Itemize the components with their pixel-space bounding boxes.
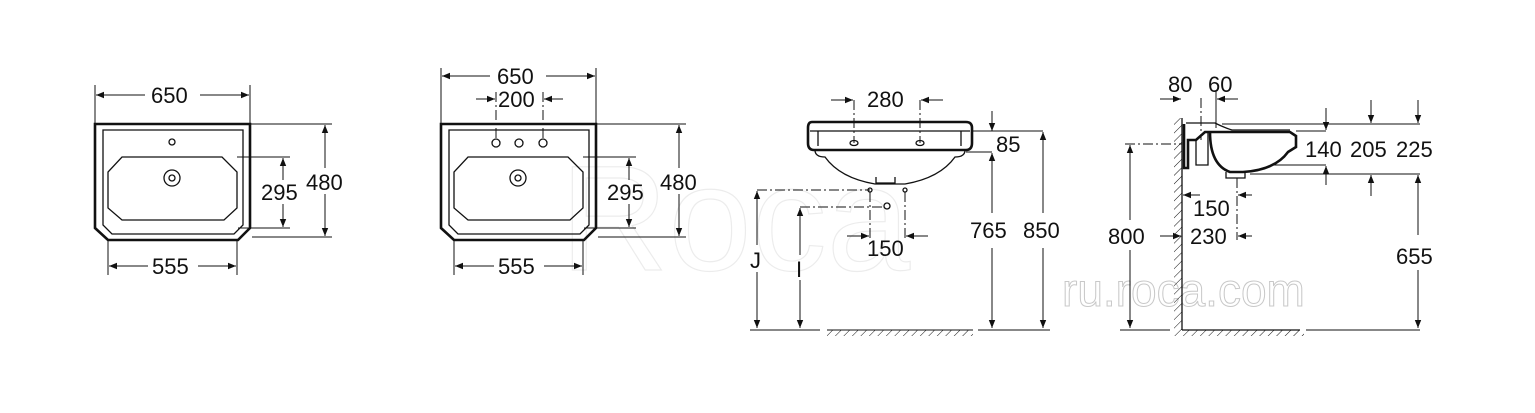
dim-inner-width: 555 bbox=[152, 254, 189, 279]
dim-height-bottom: 765 bbox=[970, 218, 1007, 243]
dim-bowl-depth: 295 bbox=[607, 180, 644, 205]
brand-watermark: Roca bbox=[560, 134, 911, 302]
dim-waste-offset-1: 150 bbox=[1193, 196, 1230, 221]
dim-height-fixing: 800 bbox=[1108, 224, 1145, 249]
front-view-three-hole: 650 200 555 295 480 bbox=[439, 64, 697, 279]
label-i: I bbox=[796, 257, 802, 282]
dim-tap-offset: 60 bbox=[1208, 72, 1232, 97]
dim-inner-width: 555 bbox=[498, 254, 535, 279]
dim-depth: 480 bbox=[660, 170, 697, 195]
dim-tap-spacing: 280 bbox=[867, 87, 904, 112]
dim-wall-gap: 80 bbox=[1168, 72, 1192, 97]
dim-tap-spacing: 200 bbox=[498, 87, 535, 112]
dim-height-waste: 655 bbox=[1396, 244, 1433, 269]
dim-drop-2: 205 bbox=[1350, 137, 1387, 162]
floor-hatch bbox=[827, 330, 973, 336]
dim-width: 650 bbox=[497, 64, 534, 89]
elevation-view: 280 85 765 850 150 J I bbox=[750, 87, 1060, 336]
dim-depth: 480 bbox=[306, 170, 343, 195]
site-watermark: ru.roca.com bbox=[1062, 264, 1305, 316]
dim-supply-spacing: 150 bbox=[867, 236, 904, 261]
wall-hatch bbox=[1174, 118, 1182, 330]
front-view-single-hole: 650 555 295 480 bbox=[93, 83, 343, 279]
floor-hatch bbox=[1174, 330, 1304, 336]
dim-waste-offset-2: 230 bbox=[1190, 224, 1227, 249]
dim-bowl-depth: 295 bbox=[261, 180, 298, 205]
side-view: 80 60 140 205 225 150 230 800 655 bbox=[1108, 72, 1433, 336]
dim-height-top: 850 bbox=[1023, 218, 1060, 243]
label-j: J bbox=[750, 248, 761, 273]
dim-drop-1: 140 bbox=[1305, 137, 1342, 162]
dim-width: 650 bbox=[151, 83, 188, 108]
dim-drop-3: 225 bbox=[1396, 137, 1433, 162]
dim-rim-thickness: 85 bbox=[996, 132, 1020, 157]
